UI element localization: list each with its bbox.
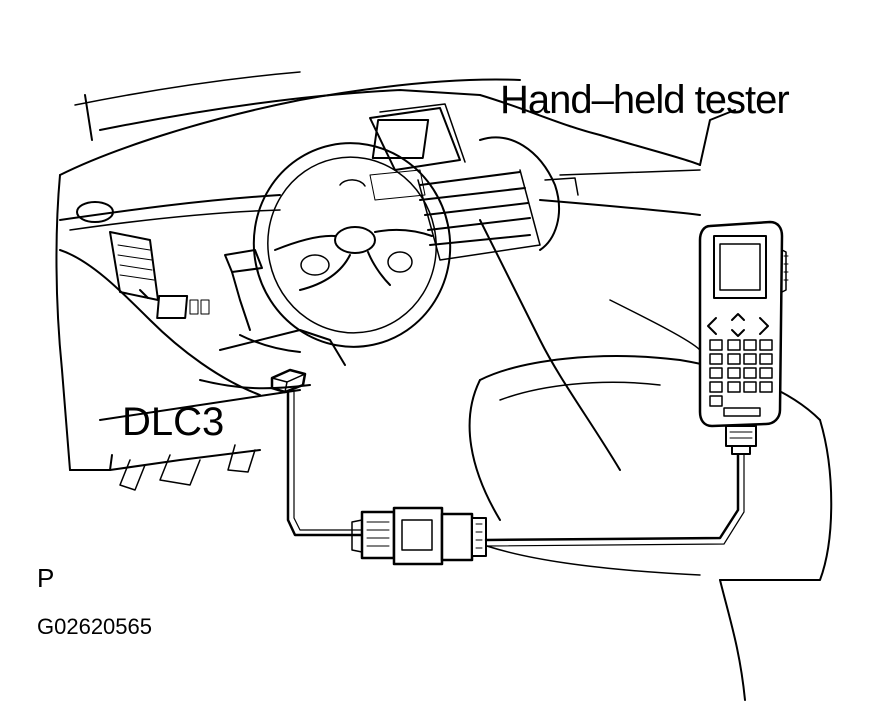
label-figure-id: G02620565 xyxy=(37,614,152,639)
label-hand-held-tester: Hand–held tester xyxy=(500,78,790,122)
steering-wheel xyxy=(252,142,452,348)
steering-column xyxy=(69,249,346,491)
label-dlc3: DLC3 xyxy=(122,400,225,444)
dlc3-connector xyxy=(270,368,307,394)
cable-tester xyxy=(484,448,745,547)
left-vent xyxy=(76,201,210,319)
driver-seat xyxy=(468,355,833,701)
cable-adapter xyxy=(351,506,487,566)
dashboard-outline xyxy=(55,71,736,471)
center-console xyxy=(369,103,579,261)
label-view-p: P xyxy=(37,563,55,593)
cable-dlc3 xyxy=(286,390,367,537)
hand-held-tester-drawing xyxy=(698,220,789,455)
